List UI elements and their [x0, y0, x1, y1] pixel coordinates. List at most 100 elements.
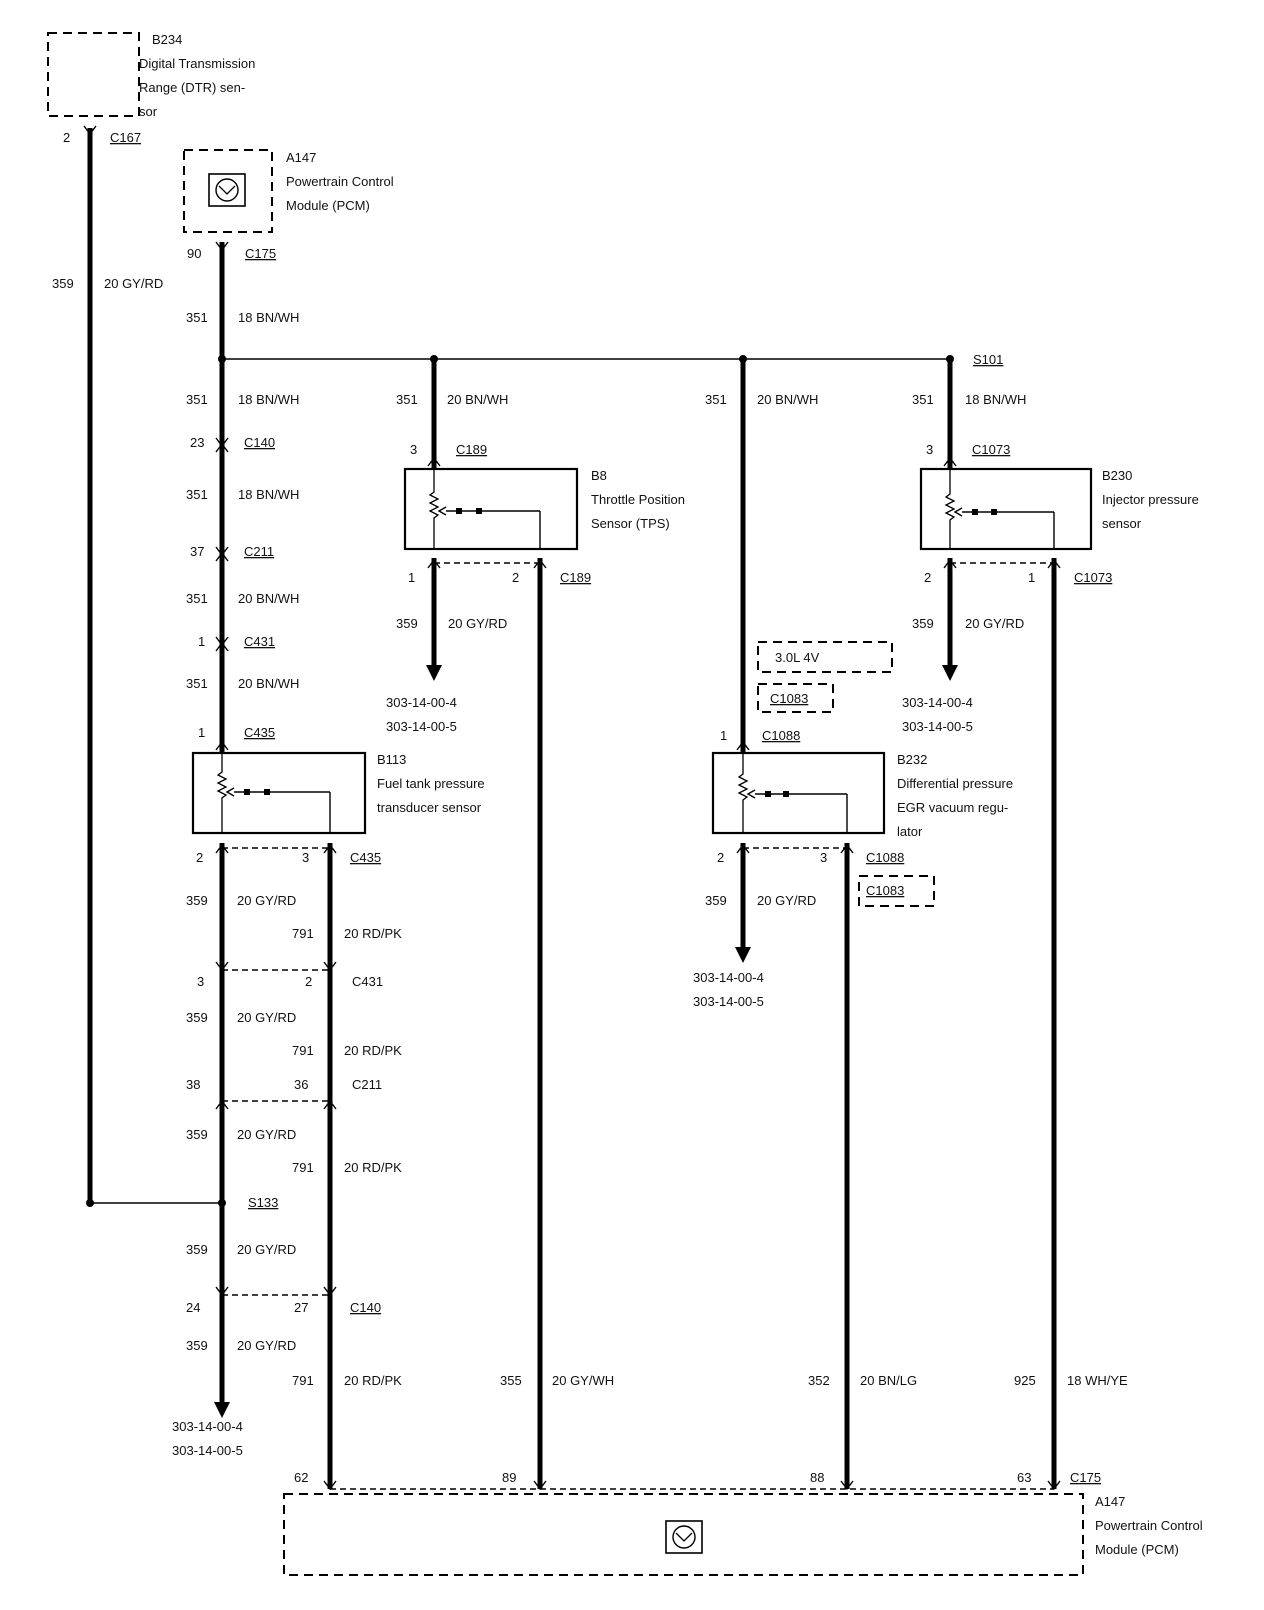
arrow-ground — [942, 665, 958, 681]
pcm-top-module: A147 Powertrain Control Module (PCM) 90 … — [183, 149, 394, 261]
circuit-number: 351 — [705, 392, 727, 407]
b113-id: B113 — [377, 752, 406, 767]
circuit-spec: 20 BN/WH — [238, 676, 299, 691]
circuit-number: 359 — [705, 893, 727, 908]
connector-label-c435: C435 — [350, 850, 381, 865]
circuit-spec: 20 GY/RD — [757, 893, 816, 908]
circuit-number: 351 — [186, 591, 208, 606]
arrow-ground — [735, 947, 751, 963]
pin-label: 27 — [294, 1300, 308, 1315]
connector-terminal — [840, 1480, 854, 1491]
connector-label-c211: C211 — [244, 544, 274, 559]
b234-outline — [47, 32, 140, 117]
reference-label: 303-14-00-5 — [172, 1443, 243, 1458]
connector-label-c1083: C1083 — [866, 883, 904, 898]
pcm-icon — [218, 185, 236, 195]
b230-injector-pressure-sensor: B230 Injector pressure sensor — [919, 467, 1199, 551]
option-box — [757, 641, 893, 673]
wiper-node — [991, 509, 997, 515]
pin-label: 36 — [294, 1077, 308, 1092]
connector-label-c1083: C1083 — [770, 691, 808, 706]
b234-name-1: Digital Transmission — [139, 56, 255, 71]
b113-name-1: Fuel tank pressure — [377, 776, 485, 791]
connector-terminal — [215, 442, 229, 453]
pcm-bottom-module: A147 Powertrain Control Module (PCM) — [283, 1493, 1203, 1576]
connector-terminal — [323, 843, 337, 854]
circuit-spec: 20 GY/RD — [448, 616, 507, 631]
circuit-spec: 20 RD/PK — [344, 926, 402, 941]
connector-terminal — [215, 437, 229, 448]
circuit-spec: 20 RD/PK — [344, 1160, 402, 1175]
pin-label: 2 — [512, 570, 519, 585]
circuit-spec: 20 BN/LG — [860, 1373, 917, 1388]
b232-id: B232 — [897, 752, 927, 767]
reference-label: 303-14-00-4 — [172, 1419, 243, 1434]
pcm-top-outline — [183, 149, 273, 233]
wiper-node — [972, 509, 978, 515]
connector-terminal — [215, 546, 229, 557]
pin-label: 24 — [186, 1300, 200, 1315]
pin-label: 1 — [198, 634, 205, 649]
circuit-spec: 20 GY/RD — [237, 1242, 296, 1257]
connector-terminal — [427, 558, 441, 569]
circuit-spec: 20 GY/RD — [237, 893, 296, 908]
wiper-arrow — [953, 507, 963, 517]
circuit-spec: 18 BN/WH — [238, 487, 299, 502]
connector-terminal — [83, 125, 97, 136]
b8-name-2: Sensor (TPS) — [591, 516, 670, 531]
circuit-number: 791 — [292, 1160, 314, 1175]
b232-name-2: EGR vacuum regu- — [897, 800, 1008, 815]
circuit-number: 351 — [396, 392, 418, 407]
pin-label: 90 — [187, 246, 201, 261]
pin-label: 2 — [63, 130, 70, 145]
circuit-number: 791 — [292, 1373, 314, 1388]
connector-label-c140: C140 — [244, 435, 275, 450]
wiper-node — [264, 789, 270, 795]
connector-label-c431: C431 — [244, 634, 275, 649]
circuit-number: 359 — [396, 616, 418, 631]
circuit-spec: 18 BN/WH — [965, 392, 1026, 407]
circuit-number: 359 — [186, 1338, 208, 1353]
circuit-spec: 20 GY/RD — [104, 276, 163, 291]
wiper-node — [456, 508, 462, 514]
connector-terminal — [427, 456, 441, 467]
wiper-node — [476, 508, 482, 514]
b113-fuel-tank-pressure-sensor: B113 Fuel tank pressure transducer senso… — [191, 751, 485, 835]
resistor-symbol — [428, 469, 440, 549]
connector-terminal — [533, 558, 547, 569]
pin-label: 23 — [190, 435, 204, 450]
b8-name-1: Throttle Position — [591, 492, 685, 507]
splice-dot — [218, 355, 226, 363]
pcm-bottom-name-2: Module (PCM) — [1095, 1542, 1179, 1557]
connector-terminal — [215, 843, 229, 854]
pin-label: 63 — [1017, 1470, 1031, 1485]
connector-label-c175: C175 — [1070, 1470, 1101, 1485]
connector-terminal — [215, 636, 229, 647]
connector-terminal — [736, 740, 750, 751]
splice-dot — [86, 1199, 94, 1207]
pcm-icon — [675, 1532, 693, 1542]
connector-terminal — [323, 1099, 337, 1110]
circuit-number: 351 — [186, 487, 208, 502]
circuit-spec: 18 WH/YE — [1067, 1373, 1128, 1388]
pcm-top-id: A147 — [286, 150, 316, 165]
circuit-spec: 18 BN/WH — [238, 392, 299, 407]
connector-terminal — [215, 740, 229, 751]
circuit-number: 351 — [186, 676, 208, 691]
connector-label-c1073: C1073 — [1074, 570, 1112, 585]
pin-label: 2 — [924, 570, 931, 585]
pin-label: 3 — [197, 974, 204, 989]
b232-name-1: Differential pressure — [897, 776, 1013, 791]
circuit-spec: 20 BN/WH — [238, 591, 299, 606]
connector-label-c1088: C1088 — [866, 850, 904, 865]
b8-outline — [403, 467, 579, 551]
connector-label-c211: C211 — [352, 1077, 382, 1092]
pin-label: 3 — [302, 850, 309, 865]
circuit-number: 352 — [808, 1373, 830, 1388]
circuit-number: 359 — [186, 1127, 208, 1142]
pin-label: 1 — [198, 725, 205, 740]
wiper-node — [783, 791, 789, 797]
circuit-number: 359 — [52, 276, 74, 291]
connector-label-c431: C431 — [352, 974, 383, 989]
